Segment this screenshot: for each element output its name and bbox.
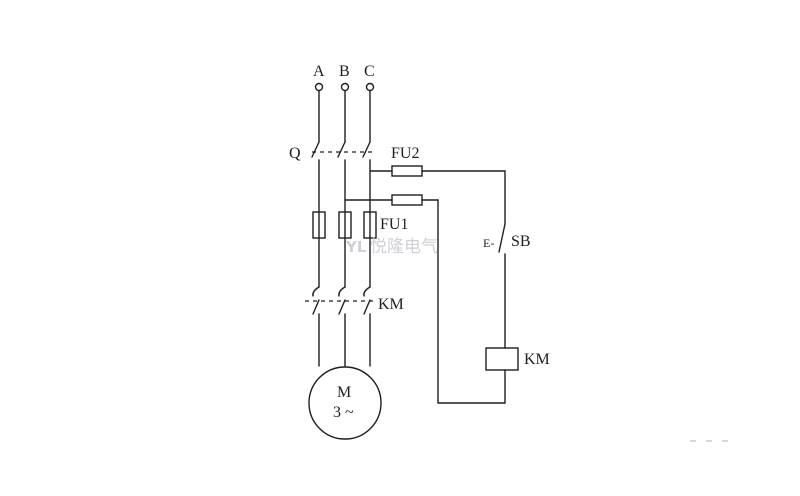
watermark-logo: YL: [345, 238, 367, 256]
fuse-fu1-label: FU1: [380, 216, 408, 233]
fuse-fu2: [391, 165, 423, 177]
phase-a-label: A: [313, 63, 325, 80]
watermark-text: 悦隆电气: [370, 237, 438, 257]
push-button-symbol: E-: [483, 236, 494, 250]
main-switch-q: [311, 141, 372, 158]
phase-c-label: C: [364, 63, 375, 80]
phase-b-label: B: [339, 63, 350, 80]
coil-km-label: KM: [524, 351, 550, 368]
phase-conductors-mid: [318, 159, 371, 213]
fuse-fu2-label: FU2: [391, 145, 419, 162]
terminal-a: [314, 82, 324, 92]
phase-conductors-top: [318, 90, 371, 143]
contacts-km-label: KM: [378, 296, 404, 313]
motor-feeders: [318, 313, 371, 367]
motor-m-label: M: [337, 384, 351, 401]
terminal-b: [340, 82, 350, 92]
push-button-sb-label: SB: [511, 233, 531, 250]
phase-conductors-low: [318, 237, 371, 288]
fuse-fu1-group: [312, 211, 377, 239]
fuse-control-b: [391, 194, 423, 206]
decorative-dots: [690, 440, 728, 442]
contactor-km-coil: [485, 347, 519, 371]
watermark: YL 悦隆电气: [345, 237, 438, 257]
motor-m: [308, 366, 382, 440]
terminal-c: [365, 82, 375, 92]
supply-terminals: [314, 82, 375, 92]
switch-q-label: Q: [289, 145, 301, 162]
push-button-sb: E-: [483, 223, 506, 253]
motor-phase-label: 3 ~: [333, 404, 354, 421]
contactor-km-contacts: [305, 286, 373, 315]
